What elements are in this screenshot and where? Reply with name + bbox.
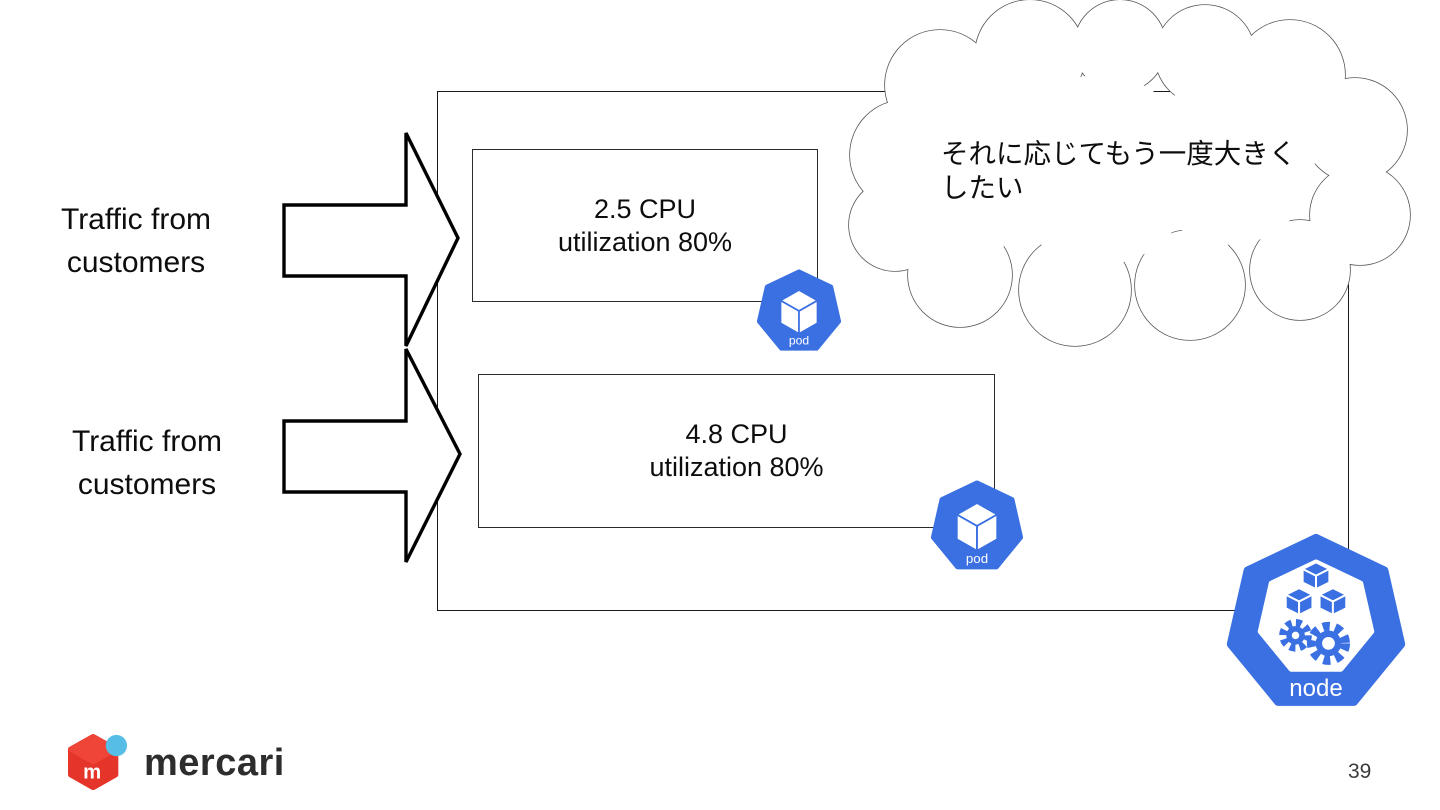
page-number: 39	[1348, 760, 1372, 783]
callout-line1: それに応じてもう一度大きく	[941, 138, 1297, 169]
pod-icon: pod	[757, 269, 841, 351]
mercari-wordmark: mercari	[144, 741, 285, 784]
mercari-logo-dot	[105, 734, 128, 757]
cube-glyph	[778, 289, 820, 336]
traffic-label-2-line1: Traffic from	[71, 425, 222, 458]
callout-line2: したい	[941, 172, 1024, 203]
pod-icon-label: pod	[966, 551, 988, 566]
pod-icon-label: pod	[789, 334, 809, 348]
traffic-label-1-line1: Traffic from	[60, 203, 211, 236]
cube-glyph	[954, 501, 1000, 553]
pod-box-1: 2.5 CPU utilization 80%	[472, 149, 818, 302]
traffic-arrow-1-icon	[282, 132, 460, 347]
node-icon-label: node	[1289, 675, 1342, 702]
pod-box-2: 4.8 CPU utilization 80%	[478, 374, 995, 528]
pod2-cpu-label: 4.8 CPU	[685, 419, 788, 450]
thought-cloud	[848, 0, 1411, 347]
mercari-logo-icon: m	[68, 733, 128, 791]
pod2-utilization-label: utilization 80%	[649, 452, 824, 482]
mercari-brand: m mercari	[66, 733, 285, 793]
traffic-label-2: Traffic from customers	[44, 420, 250, 506]
traffic-label-2-line2: customers	[77, 468, 217, 501]
pod1-cpu-label: 2.5 CPU	[593, 193, 697, 224]
traffic-label-1-line2: customers	[66, 246, 206, 279]
node-icon: node	[1226, 533, 1406, 706]
cubes-glyph	[1283, 561, 1349, 617]
pod-icon: pod	[931, 480, 1023, 570]
traffic-label-1: Traffic from customers	[33, 198, 239, 284]
traffic-arrows	[282, 132, 462, 563]
gear-large-icon	[1306, 621, 1350, 665]
callout-text: それに応じてもう一度大きく したい	[941, 137, 1381, 205]
traffic-arrow-2-icon	[282, 348, 462, 563]
mercari-logo-letter: m	[83, 761, 101, 783]
pod1-utilization-label: utilization 80%	[557, 226, 733, 257]
